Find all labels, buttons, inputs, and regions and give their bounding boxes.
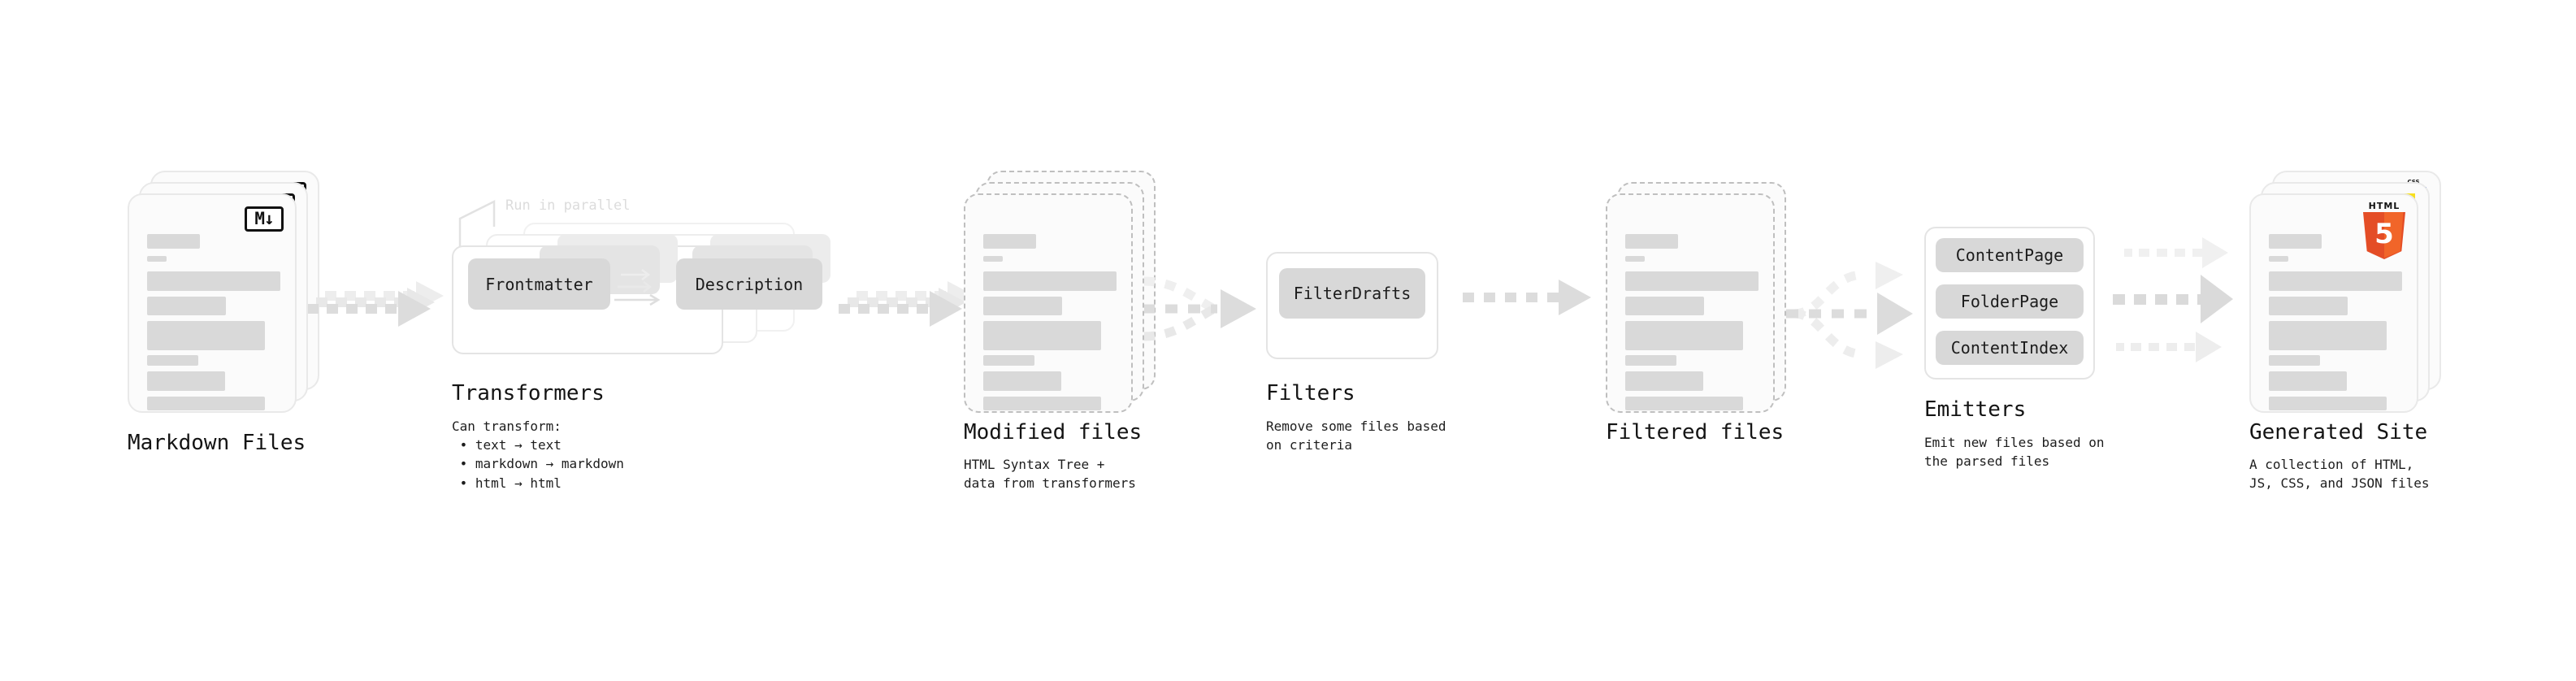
- doc-line: [983, 234, 1036, 249]
- stage-desc-emitters: Emit new files based on the parsed files: [1924, 435, 2105, 470]
- generated-file-stack: CSS HTML 5: [2249, 171, 2441, 413]
- doc-line: [983, 256, 1003, 262]
- stage-title-emitters: Emitters: [1924, 397, 2027, 422]
- doc-line: [2269, 271, 2402, 291]
- stage-desc-filters: Remove some files based on criteria: [1266, 419, 1446, 453]
- arrow-modified-to-filters: [1136, 258, 1282, 372]
- stage-desc-transformers: Can transform: • text → text • markdown …: [452, 419, 624, 491]
- filtered-file-stack: [1606, 182, 1786, 413]
- doc-line: [1625, 371, 1703, 391]
- transformer-chip-frontmatter[interactable]: Frontmatter: [468, 258, 610, 310]
- doc-line: [983, 371, 1061, 391]
- filter-chip-label: FilterDrafts: [1293, 284, 1412, 303]
- transformer-chip-label: Description: [695, 274, 804, 294]
- doc-line: [1625, 256, 1645, 262]
- markdown-file-stack: M↓ M↓ M↓: [128, 171, 319, 413]
- doc-line: [1625, 355, 1676, 366]
- doc-line: [2269, 297, 2348, 315]
- generated-file-card-html: HTML 5: [2249, 193, 2418, 413]
- arrow-emitters-to-site: [2113, 228, 2267, 374]
- stage-transformers: Run in parallel Frontmatter Descrip: [452, 195, 834, 358]
- stage-title-transformers: Transformers: [452, 381, 605, 406]
- arrow-filters-to-filtered: [1463, 278, 1601, 327]
- stage-title-markdown-files: Markdown Files: [128, 431, 306, 455]
- stage-generated-site: CSS HTML 5: [2249, 171, 2441, 413]
- doc-line: [983, 397, 1101, 410]
- doc-line: [147, 371, 225, 391]
- doc-line: [983, 321, 1101, 350]
- stage-modified-files: [964, 171, 1156, 413]
- doc-line: [1625, 271, 1759, 291]
- doc-line: [1625, 397, 1743, 410]
- parallel-bracket: [458, 199, 496, 248]
- modified-file-stack: [964, 171, 1156, 413]
- transformer-chip-description[interactable]: Description: [676, 258, 822, 310]
- stage-title-modified-files: Modified files: [964, 420, 1143, 445]
- stage-filtered-files: [1606, 182, 1786, 413]
- stage-title-filters: Filters: [1266, 381, 1355, 406]
- doc-line: [147, 297, 226, 315]
- emitter-chip-contentindex[interactable]: ContentIndex: [1936, 331, 2084, 365]
- markdown-icon: M↓: [245, 206, 284, 232]
- doc-line: [2269, 355, 2320, 366]
- arrow-markdown-to-transformers: [307, 268, 462, 349]
- emitter-chip-label: ContentPage: [1955, 245, 2064, 265]
- filtered-file-card-front: [1606, 193, 1775, 413]
- doc-line: [1625, 321, 1743, 350]
- doc-line: [2269, 256, 2288, 262]
- html5-icon: HTML 5: [2363, 202, 2405, 259]
- doc-line: [983, 297, 1062, 315]
- transformer-inner-arrows: [614, 269, 661, 306]
- doc-line: [147, 256, 167, 262]
- emitter-chip-folderpage[interactable]: FolderPage: [1936, 284, 2084, 319]
- doc-line: [2269, 234, 2322, 249]
- filter-chip-filterdrafts[interactable]: FilterDrafts: [1279, 268, 1425, 319]
- doc-line: [2269, 321, 2387, 350]
- arrow-transformers-to-modified: [839, 268, 993, 349]
- emitter-chip-label: FolderPage: [1960, 292, 2059, 311]
- doc-line: [2269, 397, 2387, 410]
- doc-line: [2269, 371, 2347, 391]
- doc-line: [147, 321, 265, 350]
- markdown-file-card-front: M↓: [128, 193, 297, 413]
- doc-line: [147, 397, 265, 410]
- stage-title-generated-site: Generated Site: [2249, 420, 2428, 445]
- html5-icon-label: HTML: [2368, 201, 2400, 211]
- modified-file-card-front: [964, 193, 1133, 413]
- doc-line: [1625, 297, 1704, 315]
- stage-markdown-files: M↓ M↓ M↓: [128, 171, 319, 413]
- emitter-chip-label: ContentIndex: [1950, 338, 2069, 358]
- html5-icon-digit: 5: [2374, 218, 2394, 250]
- stage-desc-modified-files: HTML Syntax Tree + data from transformer…: [964, 457, 1136, 492]
- transformers-parallel-note: Run in parallel: [505, 197, 631, 214]
- doc-line: [1625, 234, 1678, 249]
- arrow-filtered-to-emitters: [1780, 242, 1926, 388]
- emitter-chip-contentpage[interactable]: ContentPage: [1936, 238, 2084, 272]
- doc-line: [147, 234, 200, 249]
- transformer-chip-label: Frontmatter: [485, 274, 593, 294]
- stage-title-filtered-files: Filtered files: [1606, 420, 1785, 445]
- doc-line: [983, 355, 1034, 366]
- doc-line: [983, 271, 1117, 291]
- doc-line: [147, 271, 280, 291]
- doc-line: [147, 355, 198, 366]
- stage-desc-generated-site: A collection of HTML, JS, CSS, and JSON …: [2249, 457, 2430, 492]
